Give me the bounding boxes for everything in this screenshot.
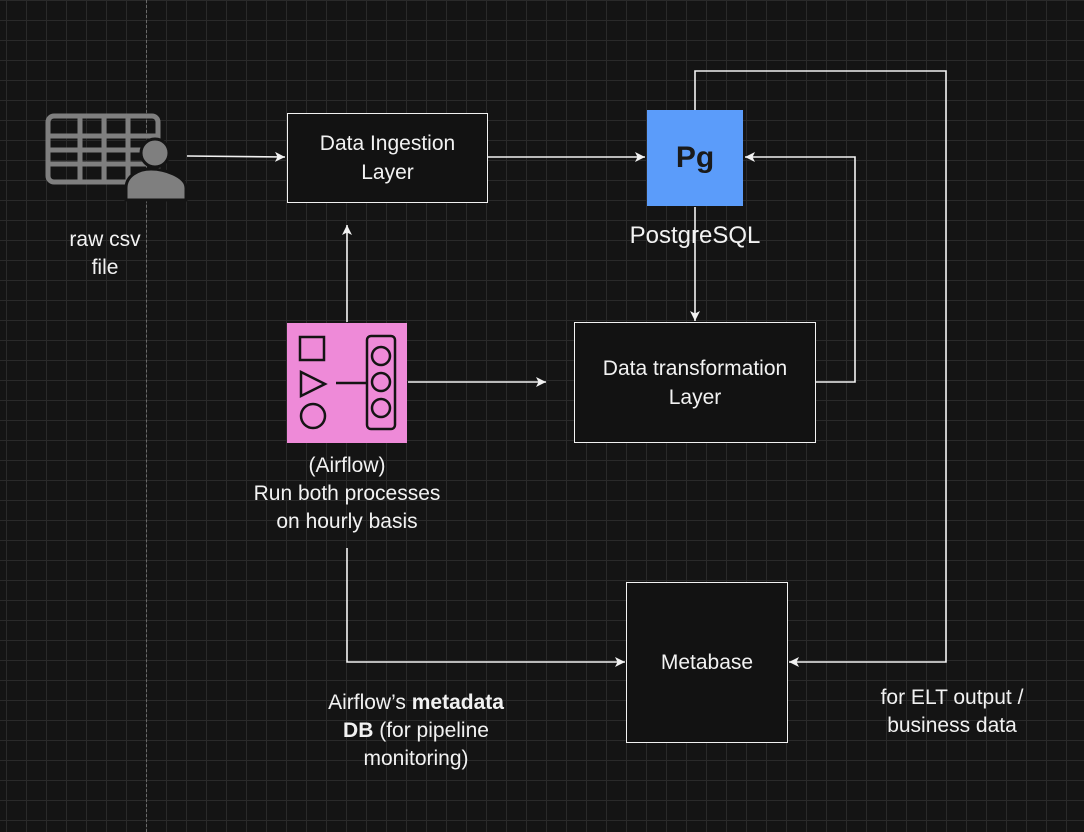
postgresql-logo-text: Pg [675, 141, 715, 174]
edge-airflow-metadata-to-metabase [346, 548, 625, 667]
airflow-workflow-icon [298, 334, 397, 431]
ingestion-layer-label: Data Ingestion Layer [319, 132, 456, 184]
dashed-divider [146, 0, 147, 832]
metabase-box: Metabase [626, 582, 788, 743]
postgresql-icon: Pg [647, 110, 743, 206]
metabase-label: Metabase [660, 651, 754, 674]
airflow-label: (Airflow) Run both processes on hourly b… [253, 454, 441, 533]
transformation-layer-box: Data transformation Layer [574, 322, 816, 443]
edge-postgres-to-metabase [694, 70, 947, 667]
csv-label: raw csv file [69, 228, 141, 279]
airflow-tile [287, 323, 407, 443]
elt-output-label: for ELT output / business data [880, 686, 1024, 737]
edge-csv-to-ingestion [186, 151, 286, 162]
spreadsheet-with-user-icon [45, 113, 188, 202]
ingestion-layer-box: Data Ingestion Layer [287, 113, 488, 203]
edge-transformation-to-postgres [745, 152, 856, 383]
transformation-layer-label: Data transformation Layer [602, 356, 788, 409]
postgresql-label: PostgreSQL [629, 222, 761, 249]
